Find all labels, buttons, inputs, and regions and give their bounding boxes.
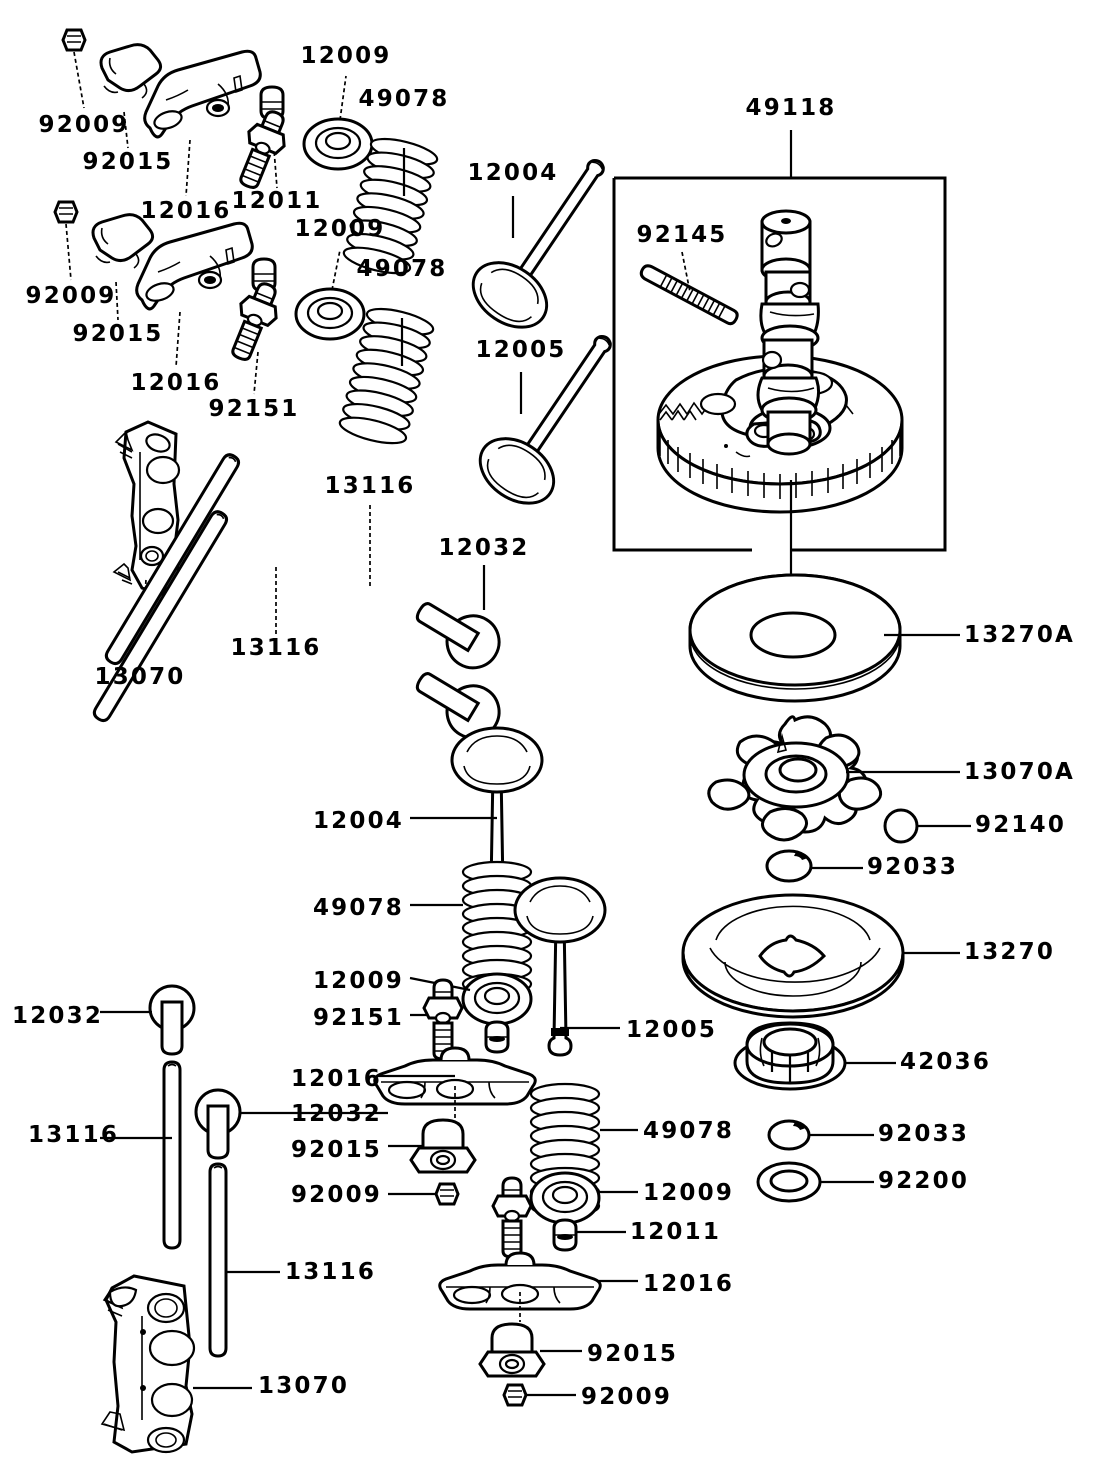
valve-12005-top: [478, 335, 612, 505]
spring-49078-low: [529, 1082, 638, 1218]
label-49078-4: 49078: [643, 1118, 735, 1144]
label-12016-1: 12016: [140, 198, 232, 224]
retainer-12009-low: [529, 1171, 638, 1225]
label-12016-4: 12016: [643, 1271, 735, 1297]
label-12011-2: 12011: [630, 1219, 722, 1245]
rocker-group-2: [53, 200, 437, 450]
label-12009-1: 12009: [300, 43, 392, 69]
label-92015-3: 92015: [290, 1137, 382, 1163]
label-12016-2: 12016: [130, 370, 222, 396]
label-92009-3: 92009: [290, 1182, 382, 1208]
label-12011-1: 12011: [231, 188, 323, 214]
label-12009-4: 12009: [643, 1180, 735, 1206]
lifter-12032-left: [100, 984, 196, 1056]
snapring-92033-upper: [765, 849, 813, 883]
label-92151-1: 92151: [208, 396, 300, 422]
pivot-12011-low: [552, 1218, 626, 1252]
label-92033-1: 92033: [867, 854, 959, 880]
label-92009-2: 92009: [25, 283, 117, 309]
pushrods-angled: [92, 453, 241, 723]
adjuster-low: [491, 1176, 533, 1259]
lifter-12032-left2: [194, 1088, 388, 1160]
label-92200: 92200: [878, 1168, 970, 1194]
washer-92200: [756, 1161, 822, 1203]
bracket-13070-lower: [100, 1274, 196, 1454]
label-92009-4: 92009: [581, 1384, 673, 1410]
label-12032-3: 12032: [12, 1003, 104, 1029]
label-42036: 42036: [900, 1049, 992, 1075]
nut-92009-low: [502, 1383, 576, 1407]
star-plate: [707, 715, 883, 842]
snapring-92033-lower: [767, 1119, 811, 1151]
nut-92009-mid: [388, 1182, 460, 1206]
label-12004-2: 12004: [312, 808, 404, 834]
adjuster-92151-mid: [410, 978, 464, 1061]
label-13070-2: 13070: [258, 1373, 350, 1399]
hub-42036: [733, 1021, 847, 1091]
label-13116-2: 13116: [230, 635, 322, 661]
label-12009-2: 12009: [294, 216, 386, 242]
label-12005-1: 12005: [475, 337, 567, 363]
label-49078-3: 49078: [312, 895, 404, 921]
washer-13270A: [688, 573, 902, 703]
label-49078-1: 49078: [358, 86, 450, 112]
label-13116-1: 13116: [324, 473, 416, 499]
camshaft-shaft: [756, 209, 821, 456]
label-13116-4: 13116: [285, 1259, 377, 1285]
label-12009-3: 12009: [312, 968, 404, 994]
valve-12004-top: [471, 159, 605, 329]
label-13270: 13270: [964, 939, 1056, 965]
label-13070-1: 13070: [94, 664, 186, 690]
rocker-group-1: [61, 28, 441, 280]
label-12016-3: 12016: [290, 1066, 382, 1092]
label-92009-1: 92009: [38, 112, 130, 138]
label-92033-2: 92033: [878, 1121, 970, 1147]
label-49078-2: 49078: [356, 256, 448, 282]
nutcap-92015-low: [478, 1322, 582, 1378]
valve-12005-mid: [513, 876, 620, 1057]
label-92151-2: 92151: [312, 1005, 404, 1031]
pushrod-13116-left2: [208, 1162, 280, 1358]
ball-92140: [883, 808, 919, 844]
label-92015-4: 92015: [587, 1341, 679, 1367]
pushrod-13116-left: [100, 1060, 182, 1250]
label-12004-1: 12004: [467, 160, 559, 186]
label-13270A: 13270A: [964, 622, 1076, 648]
label-92015-2: 92015: [72, 321, 164, 347]
label-49118: 49118: [745, 95, 837, 121]
label-13070A: 13070A: [964, 759, 1076, 785]
rocker-12016-mid: [373, 1046, 537, 1118]
label-92140: 92140: [975, 812, 1067, 838]
rocker-12016-low: [438, 1251, 638, 1322]
spring-49078-mid: [410, 860, 533, 996]
plate-13070A: [707, 715, 883, 842]
nutcap-92015-mid: [388, 1118, 477, 1174]
label-12005-2: 12005: [626, 1017, 718, 1043]
label-13116-3: 13116: [28, 1122, 120, 1148]
label-12032-2: 12032: [290, 1101, 382, 1127]
label-92015-1: 92015: [82, 149, 174, 175]
label-92145: 92145: [636, 222, 728, 248]
label-12032-1: 12032: [438, 535, 530, 561]
valve-12004-mid: [410, 726, 544, 907]
camshaft-callout-box: [612, 130, 947, 552]
lifters-angled: [415, 602, 501, 740]
plate-13270: [681, 893, 905, 1019]
pivot-12011-mid: [484, 1020, 510, 1054]
